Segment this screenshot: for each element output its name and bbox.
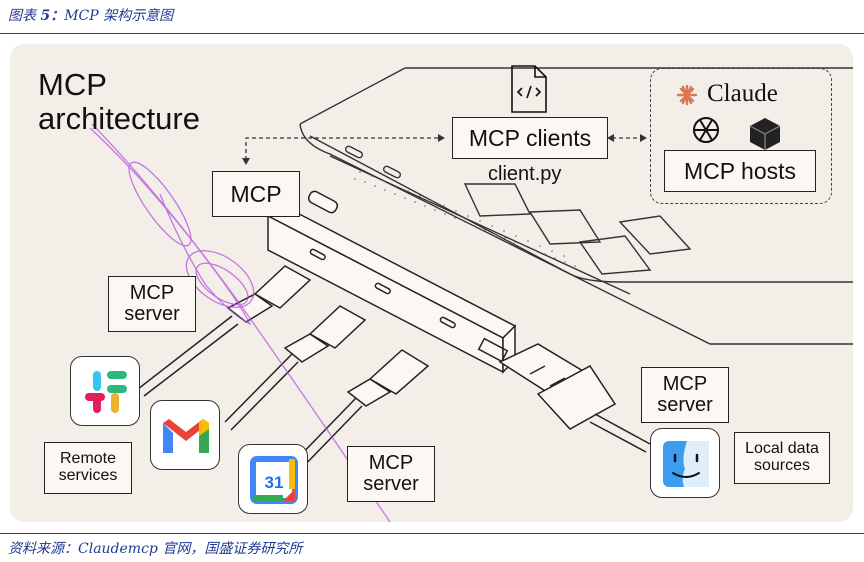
gmail-icon	[150, 400, 220, 470]
slack-icon	[70, 356, 140, 426]
highlight-scribble	[89, 123, 391, 522]
diagram-title: MCP architecture	[38, 67, 200, 136]
mcp-label: MCP	[212, 171, 300, 217]
claude-star-icon	[676, 84, 698, 106]
mcp-server-label: MCP server	[641, 367, 729, 423]
laptop-speaker-grille	[354, 171, 576, 267]
diagram-panel: MCP architecture MCP MCP clients client.…	[10, 44, 853, 522]
remote-cables	[137, 265, 430, 473]
diagram-artwork	[89, 65, 853, 522]
code-file-icon	[511, 65, 547, 113]
claude-logo-text: Claude	[707, 80, 778, 107]
local-cable	[498, 343, 651, 453]
bottom-rule	[0, 533, 864, 534]
figure-caption: 图表 5：MCP 架构示意图	[8, 8, 174, 24]
top-rule	[0, 33, 864, 34]
mcp-hosts-label: MCP hosts	[664, 150, 816, 192]
hosts-group	[650, 68, 832, 204]
mcp-server-label: MCP server	[347, 446, 435, 502]
calendar-day-text: 31	[265, 473, 284, 492]
remote-services-label: Remote services	[44, 442, 132, 494]
google-calendar-icon: 31	[238, 444, 308, 514]
mcp-clients-label: MCP clients	[452, 117, 608, 159]
arrow-heads	[242, 134, 647, 165]
source-note: 资料来源：Claudemcp 官网，国盛证券研究所	[8, 541, 303, 557]
mcp-server-label: MCP server	[108, 276, 196, 332]
client-file-label: client.py	[488, 163, 562, 185]
local-data-label: Local data sources	[734, 432, 830, 484]
finder-icon	[650, 428, 720, 498]
connection-arrows	[245, 137, 642, 160]
openai-icon	[693, 117, 719, 143]
cube-icon	[749, 118, 781, 150]
